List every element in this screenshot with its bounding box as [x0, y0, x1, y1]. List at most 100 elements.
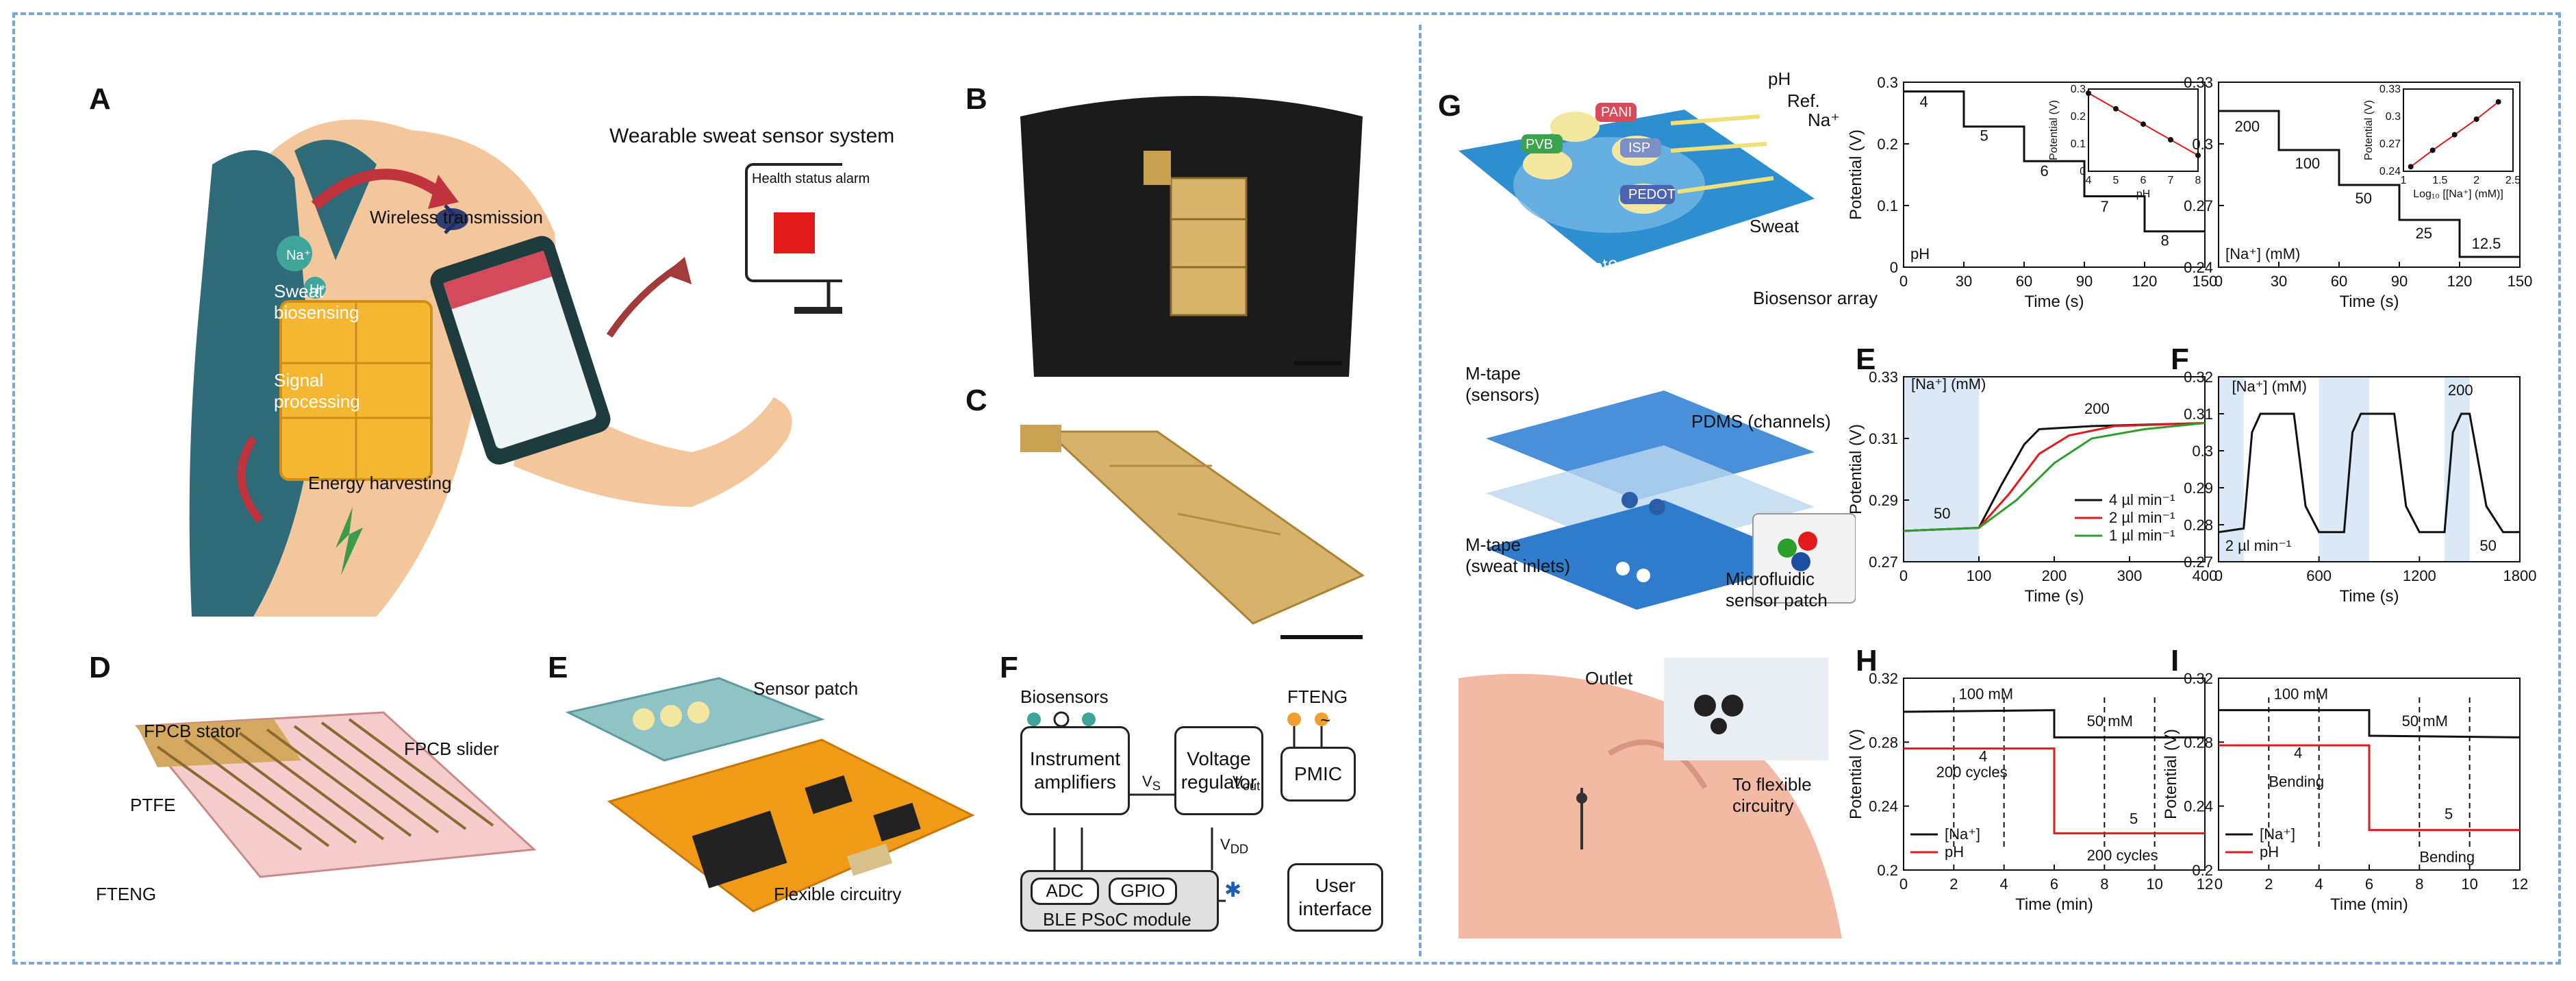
legend-label-0: 4 µl min⁻¹ — [2109, 491, 2175, 508]
block-diagram-connectors — [1027, 711, 1328, 902]
label-isp: ISP — [1628, 140, 1651, 156]
label-g-ref: Ref. — [1787, 90, 1820, 111]
x-tick-label-5: 150 — [2508, 273, 2533, 290]
panel-label-h: H — [1856, 644, 1878, 678]
inset-y-tick-1: 0.27 — [2379, 138, 2401, 150]
x-tick-label-4: 8 — [2100, 876, 2108, 893]
label-health-alarm: Health status alarm — [752, 171, 870, 186]
label-wireless: Wireless transmission — [370, 207, 543, 227]
y-tick-label-3: 0.3 — [1877, 74, 1898, 91]
annotation-1: 200 — [2448, 382, 2473, 399]
label-mtape-inlets: M-tape (sweat inlets) — [1465, 534, 1571, 576]
x-tick-label-1: 100 — [1967, 567, 1992, 584]
x-tick-label-2: 60 — [2331, 273, 2347, 290]
x-tick-label-0: 0 — [2214, 876, 2223, 893]
panel-label-e2: E — [1856, 343, 1876, 376]
step-label-1: 5 — [1980, 127, 1988, 145]
step-label-3: 25 — [2415, 225, 2432, 242]
inset-point-2 — [2451, 132, 2458, 138]
plot-frame — [2218, 376, 2521, 562]
label-g-na: Na⁺ — [1808, 110, 1840, 130]
inset-x-tick-0: 4 — [2086, 175, 2092, 186]
inset-x-tick-3: 2.5 — [2505, 175, 2521, 186]
label-ble-psoc: BLE PSoC module — [1043, 909, 1191, 930]
inset-y-tick-3: 0.3 — [2071, 84, 2086, 95]
box-instrument-amplifiers: Instrument amplifiers — [1020, 726, 1130, 815]
y-tick-label-2: 0.29 — [2184, 480, 2213, 497]
annotation-5: 200 cycles — [2087, 847, 2158, 864]
inset-x-tick-1: 1.5 — [2432, 175, 2447, 186]
inset-y-tick-0: 0 — [2080, 166, 2086, 177]
inset-frame — [2403, 88, 2514, 172]
annotation-4: 200 cycles — [1936, 764, 2008, 781]
y-tick-label-0: 0.27 — [1869, 554, 1898, 571]
label-mtape-sensors: M-tape (sensors) — [1465, 363, 1540, 405]
annotation-0: 100 mM — [2274, 685, 2328, 702]
label-fteng: FTENG — [96, 884, 157, 904]
inset-point-1 — [2113, 105, 2119, 112]
y-tick-label-3: 0.32 — [1869, 670, 1898, 687]
y-tick-label-2: 0.28 — [1869, 734, 1898, 751]
y-axis-label: Potential (V) — [1847, 129, 1865, 220]
step-label-1: 100 — [2295, 155, 2320, 172]
y-tick-label-0: 0 — [1890, 259, 1898, 276]
step-label-0: 4 — [1919, 93, 1928, 110]
x-tick-label-0: 0 — [1899, 876, 1908, 893]
inset-point-2 — [2141, 121, 2146, 127]
label-pani: PANI — [1601, 105, 1632, 120]
x-axis-label: Time (s) — [2024, 587, 2084, 606]
inset-x-tick-2: 2 — [2473, 175, 2479, 186]
series-line-0 — [1904, 90, 2205, 233]
x-tick-label-0: 0 — [1899, 567, 1908, 584]
annotation-2: 4 — [2294, 745, 2302, 762]
y-axis-label: Potential (V) — [1847, 729, 1865, 819]
label-sweat: Sweat — [1750, 216, 1800, 236]
photo-patch-on-body — [1007, 75, 1383, 377]
corner-label: [Na⁺] (mM) — [2225, 245, 2300, 262]
y-tick-label-3: 0.32 — [2184, 670, 2213, 687]
label-microfluidic-patch: Microfluidic sensor patch — [1726, 569, 1828, 610]
box-gpio: GPIO — [1109, 878, 1177, 905]
inset-point-0 — [2408, 164, 2414, 170]
plot-frame — [2218, 82, 2521, 268]
panel-label-d: D — [89, 651, 111, 684]
y-tick-label-1: 0.24 — [2184, 798, 2213, 815]
circuit-illustration — [565, 677, 975, 912]
y-tick-label-1: 0.27 — [2184, 197, 2213, 214]
annotation-2: 4 — [1979, 747, 1987, 765]
y-tick-label-3: 0.33 — [2184, 74, 2213, 91]
x-tick-label-1: 600 — [2306, 567, 2332, 584]
y-tick-label-2: 0.3 — [2192, 136, 2213, 153]
step-label-2: 50 — [2355, 190, 2371, 207]
inset-point-0 — [2086, 90, 2091, 96]
annotation-3: 50 — [2479, 537, 2496, 554]
x-tick-label-4: 8 — [2415, 876, 2423, 893]
box-adc: ADC — [1031, 878, 1099, 905]
y-tick-label-0: 0.24 — [2184, 259, 2213, 276]
shaded-band-1 — [2319, 377, 2369, 562]
y-tick-label-1: 0.24 — [1869, 798, 1898, 815]
label-fpcb-slider: FPCB slider — [404, 738, 499, 759]
label-fteng-block: FTENG — [1287, 686, 1348, 707]
y-axis-label: Potential (V) — [2162, 729, 2180, 819]
inset-x-label: pH — [2136, 188, 2150, 200]
x-tick-label-4: 120 — [2447, 273, 2473, 290]
x-tick-label-3: 90 — [2076, 273, 2093, 290]
label-g-ph: pH — [1768, 69, 1791, 89]
label-vout: Vout — [1233, 773, 1261, 793]
inset-y-label: Potential (V) — [2048, 100, 2060, 160]
annotation-5: Bending — [2419, 848, 2475, 865]
label-h-ion: H⁺ — [310, 282, 327, 297]
inset-x-tick-4: 8 — [2195, 175, 2201, 186]
y-tick-label-2: 0.28 — [2184, 734, 2213, 751]
inset-y-tick-3: 0.33 — [2379, 84, 2401, 95]
label-sweat-biosensing: Sweat biosensing — [274, 281, 359, 323]
x-axis-label: Time (s) — [2339, 587, 2399, 606]
figure-frame — [12, 12, 2561, 965]
corner-label: pH — [1910, 245, 1930, 262]
label-signal-processing: Signal processing — [274, 370, 360, 412]
y-tick-label-0: 0.27 — [2184, 554, 2213, 571]
